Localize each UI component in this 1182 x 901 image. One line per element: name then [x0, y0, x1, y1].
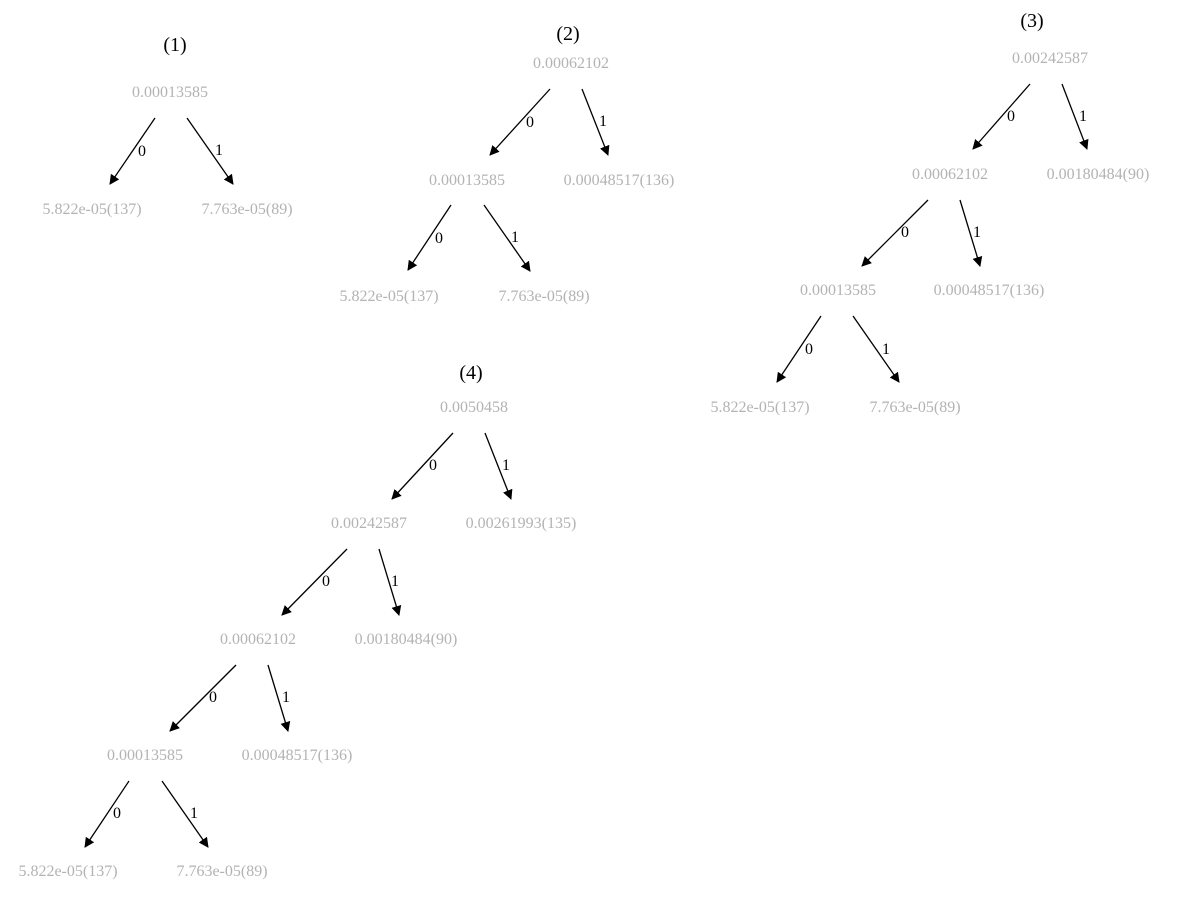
tree-1-edge-right: [186, 117, 234, 185]
tree-3-edge-right: [852, 315, 900, 383]
tree-3-caption: (3): [1020, 10, 1043, 32]
tree-3-leaf-90: 0.00180484(90): [1047, 166, 1150, 183]
tree-2-edge-label-1: 1: [599, 113, 607, 130]
tree-3-root-node: 0.00242587: [1012, 50, 1088, 67]
tree-4-edge-label-0c: 0: [209, 689, 217, 706]
tree-3-edge-label-0b: 0: [901, 224, 909, 241]
tree-3-edge-label-1b: 1: [973, 224, 981, 241]
tree-4-edge-label-0: 0: [429, 457, 437, 474]
tree-2-edge-label-1b: 1: [511, 229, 519, 246]
tree-4-edge-label-0b: 0: [322, 573, 330, 590]
tree-1: (1) 0.00013585 0 1 5.822e-05(137) 7.763e…: [42, 34, 292, 218]
tree-1-caption: (1): [163, 34, 186, 56]
tree-3: (3) 0.00242587 0 1 0.00062102 0.00180484…: [710, 10, 1149, 416]
tree-2-edge-label-0: 0: [526, 114, 534, 131]
tree-2-edge-root-left: [489, 88, 551, 156]
tree-4-caption: (4): [459, 362, 482, 384]
tree-2-edge-root-right: [581, 88, 610, 156]
tree-4-leaf-135: 0.00261993(135): [466, 515, 577, 532]
tree-1-leaf-right: 7.763e-05(89): [201, 201, 292, 218]
tree-3-edge-left: [776, 315, 822, 383]
tree-4-edge-a-left: [281, 548, 348, 616]
tree-4-internal-node-a: 0.00242587: [331, 515, 407, 532]
tree-2-leaf-136: 0.00048517(136): [564, 172, 675, 189]
tree-2-internal-node: 0.00013585: [429, 172, 505, 189]
tree-4-edge-label-1: 1: [502, 457, 510, 474]
tree-3-edge-label-0c: 0: [805, 341, 813, 358]
tree-4-edge-root-right: [484, 432, 513, 500]
tree-3-edge-label-1: 1: [1079, 108, 1087, 125]
tree-1-root-node: 0.00013585: [132, 84, 208, 101]
tree-2-edge-label-0b: 0: [435, 230, 443, 247]
tree-4-internal-node-c: 0.00013585: [107, 747, 183, 764]
tree-4-leaf-136: 0.00048517(136): [242, 747, 353, 764]
tree-2-root-node: 0.00062102: [533, 55, 609, 72]
tree-4-leaf-89: 7.763e-05(89): [176, 863, 267, 880]
tree-3-edge-mid-right: [959, 199, 983, 267]
tree-4-edge-a-right: [378, 548, 402, 616]
tree-1-leaf-left: 5.822e-05(137): [42, 201, 141, 218]
tree-4-edge-label-1c: 1: [282, 689, 290, 706]
tree-4: (4) 0.0050458 0 1 0.00242587 0.00261993(…: [18, 362, 576, 880]
tree-3-leaf-89: 7.763e-05(89): [869, 399, 960, 416]
tree-1-edge-label-0: 0: [138, 143, 146, 160]
tree-4-edge-root-left: [391, 432, 454, 500]
tree-4-leaf-90: 0.00180484(90): [355, 631, 458, 648]
tree-2-leaf-89: 7.763e-05(89): [498, 288, 589, 305]
tree-4-internal-node-b: 0.00062102: [220, 631, 296, 648]
tree-3-internal-node-b: 0.00013585: [800, 282, 876, 299]
tree-3-edge-root-left: [972, 83, 1031, 150]
tree-2-leaf-137: 5.822e-05(137): [339, 288, 438, 305]
tree-2-edge-left: [407, 204, 452, 271]
tree-2-caption: (2): [556, 23, 579, 45]
tree-4-edge-label-1d: 1: [190, 805, 198, 822]
tree-3-edge-label-1c: 1: [882, 341, 890, 358]
tree-1-edge-label-1: 1: [215, 142, 223, 159]
tree-4-edge-label-1b: 1: [391, 573, 399, 590]
tree-2-edge-right: [483, 204, 531, 272]
tree-4-edge-b-right: [267, 664, 291, 732]
tree-3-leaf-137: 5.822e-05(137): [710, 399, 809, 416]
tree-4-edge-left: [84, 780, 130, 848]
tree-3-edge-root-right: [1061, 83, 1089, 150]
tree-1-edge-left: [109, 117, 156, 185]
tree-4-edge-right: [161, 780, 209, 848]
tree-3-edge-label-0: 0: [1007, 108, 1015, 125]
tree-3-leaf-136: 0.00048517(136): [934, 282, 1045, 299]
tree-3-internal-node-a: 0.00062102: [912, 166, 988, 183]
tree-4-edge-label-0d: 0: [113, 805, 121, 822]
tree-3-edge-mid-left: [861, 199, 929, 267]
tree-4-leaf-137: 5.822e-05(137): [18, 863, 117, 880]
tree-4-edge-b-left: [169, 664, 237, 732]
tree-2: (2) 0.00062102 0 1 0.00013585 0.00048517…: [339, 23, 674, 305]
tree-4-root-node: 0.0050458: [440, 399, 508, 416]
